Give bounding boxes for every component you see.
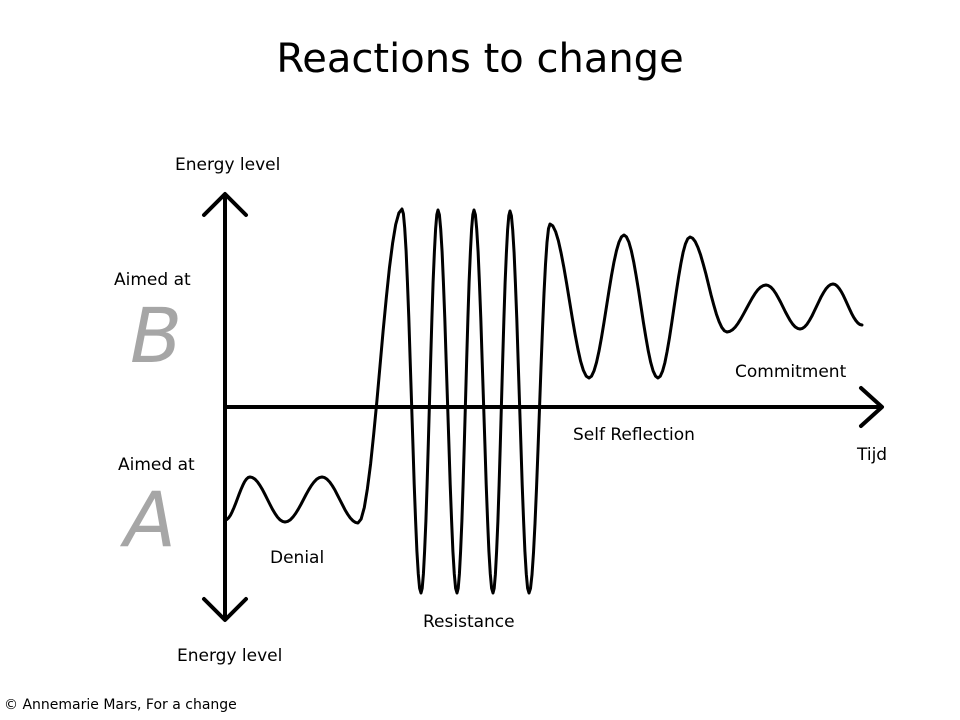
phase-resistance-label: Resistance — [423, 612, 515, 632]
letter-b: B — [130, 291, 183, 380]
y-axis-label-top: Energy level — [175, 155, 281, 175]
page-title: Reactions to change — [276, 36, 684, 82]
y-axis-label-bottom: Energy level — [177, 646, 283, 666]
axis-arrow-right-icon — [859, 386, 884, 428]
axis-arrow-down-icon — [202, 597, 248, 622]
copyright-notice: © Annemarie Mars, For a change — [4, 697, 237, 713]
reaction-curve — [223, 207, 864, 595]
axis-arrow-up-icon — [202, 192, 248, 217]
aimed-at-a-caption: Aimed at — [118, 455, 195, 475]
phase-commitment-label: Commitment — [735, 362, 847, 382]
x-axis-label: Tijd — [857, 445, 888, 465]
phase-denial-label: Denial — [270, 548, 325, 568]
letter-a: A — [124, 475, 176, 564]
phase-self-reflection-label: Self Reflection — [573, 425, 695, 445]
aimed-at-b-caption: Aimed at — [114, 270, 191, 290]
